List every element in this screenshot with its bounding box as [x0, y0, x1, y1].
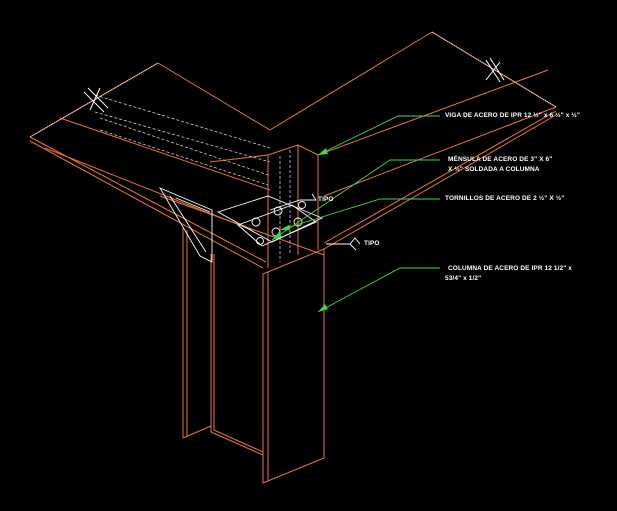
column-web-bottom — [210, 431, 264, 456]
bolts-arrowhead — [280, 225, 290, 230]
left-beam-mid — [59, 117, 271, 191]
weld-tipo-label-1: TIPO — [318, 196, 334, 203]
bracket-plate-outline — [216, 195, 324, 243]
right-beam-back-edge — [269, 31, 433, 131]
bolts-label: TORNILLOS DE ACERO DE 2 ½" X ½" — [445, 195, 565, 202]
beam-leader — [317, 115, 440, 156]
stiffener-outline — [158, 187, 213, 263]
beam-label: VIGA DE ACERO DE IPR 12 ½" x 6 ½" x ½" — [445, 112, 581, 119]
beam-end-top-2 — [297, 144, 319, 156]
bracket-label-line2: X ½" SOLDADA A COLUMNA — [448, 166, 540, 173]
hidden-left-beam-web — [94, 94, 271, 149]
bolt-hole — [293, 217, 303, 227]
beam-end-top — [267, 144, 299, 156]
bolt-hole — [256, 237, 264, 245]
column-leader — [317, 267, 440, 313]
left-beam-break-line — [29, 62, 159, 138]
stiffener — [158, 187, 213, 263]
bolts-leader — [279, 198, 440, 231]
stiffener-inner — [169, 195, 207, 253]
weld-symbol-1 — [269, 193, 317, 211]
bracket-arrowhead — [272, 232, 282, 240]
break-markers — [29, 31, 557, 138]
right-beam-bottom-edge — [323, 110, 557, 244]
right-beam-bottom-edge-2 — [323, 114, 557, 250]
hidden-left-beam-web-2 — [94, 111, 271, 163]
stiffener-inner-2 — [175, 197, 211, 213]
column-front-flange — [262, 248, 325, 484]
column-arrowhead — [318, 304, 328, 312]
weld-symbol-2 — [326, 237, 361, 245]
right-break-marker — [485, 57, 505, 83]
hidden-left-beam-flange — [99, 117, 269, 176]
right-beam-lower-edge — [323, 106, 557, 197]
leader-lines — [271, 115, 440, 313]
column-bottom — [213, 429, 264, 453]
beam-arrowhead — [318, 148, 328, 155]
hidden-left-beam-flange-2 — [99, 129, 269, 186]
weld-symbol-2-tail — [349, 243, 357, 251]
right-beam-front-edge — [317, 69, 549, 156]
column-label-line2: 53/4" x 1/2" — [445, 275, 482, 282]
left-beam-flange-top — [157, 62, 271, 131]
bracket-label-line1: MÉNSULA DE ACERO DE 3" X 6" — [448, 156, 553, 163]
bracket-leader — [271, 159, 440, 241]
left-beam-front-edge — [29, 140, 264, 269]
weld-symbols — [269, 193, 361, 251]
bolt-hole — [251, 217, 261, 227]
leader-arrowheads — [272, 148, 328, 312]
weld-tipo-label-2: TIPO — [364, 240, 380, 247]
bolt-hole — [298, 201, 306, 209]
column-label-line1: COLUMNA DE ACERO DE IPR 12 1/2" x — [448, 265, 573, 272]
column-back-flange-bottom — [182, 425, 212, 439]
hidden-lines — [94, 94, 291, 262]
right-beam-break-line — [431, 31, 557, 108]
left-beam-stub — [209, 154, 269, 163]
steel-column — [182, 228, 325, 484]
steel-beams — [29, 31, 557, 269]
